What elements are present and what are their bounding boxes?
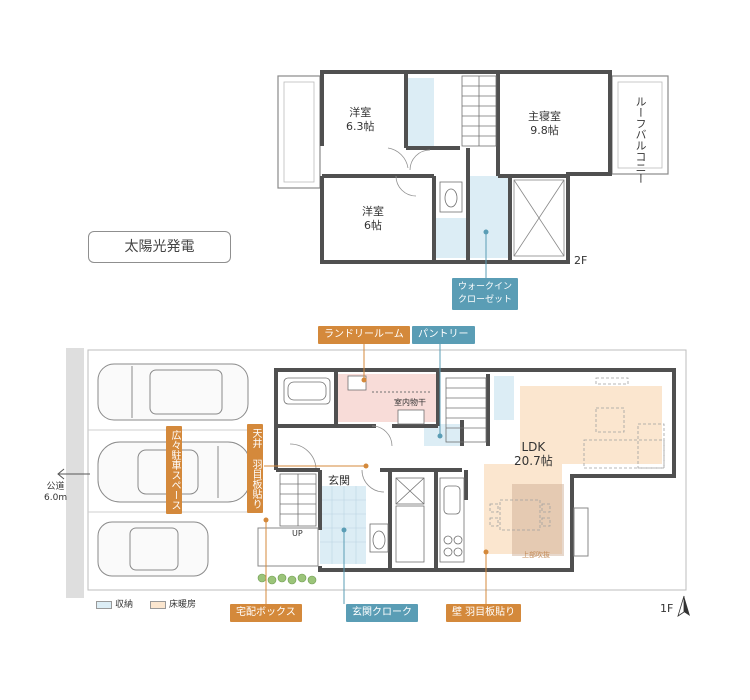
void-area xyxy=(512,484,564,556)
living-furniture xyxy=(583,377,665,469)
pantry-badge: パントリー xyxy=(412,326,475,344)
callout-lines-orange xyxy=(264,342,487,604)
toilet-2f xyxy=(439,181,463,213)
kitchen-cabinets xyxy=(395,477,425,563)
toilet-1f xyxy=(369,523,389,553)
entrance-cloak-badge: 玄関クローク xyxy=(346,604,418,622)
planting xyxy=(257,573,317,585)
road-label: 公道 6.0m xyxy=(44,482,68,503)
car-3 xyxy=(97,521,209,577)
road-edge xyxy=(66,348,84,598)
doors-2f xyxy=(387,147,431,197)
stair-up-label: UP xyxy=(292,529,303,538)
kitchen-counter xyxy=(439,477,465,563)
floor-label-1f: 1F xyxy=(660,602,674,615)
void-note: 上部吹抜 xyxy=(522,551,550,559)
roof-balcony-label: ルーフバルコニー xyxy=(634,96,647,184)
callout-lines-blue xyxy=(343,342,441,604)
entrance-cloak-fill xyxy=(320,486,366,564)
washing-machine xyxy=(347,375,367,391)
callout-dots-orange xyxy=(263,377,489,555)
floor-heating-dining xyxy=(484,464,562,554)
void-2f xyxy=(513,179,565,257)
room-western-2: 洋室 6帖 xyxy=(362,205,384,232)
north-arrow-icon xyxy=(677,595,690,617)
indoor-drying-label: 室内物干 xyxy=(394,398,426,407)
walls-1f xyxy=(274,368,676,572)
pantry-fill xyxy=(424,424,462,446)
site-boundary xyxy=(87,349,687,591)
walk-in-closet xyxy=(470,176,510,258)
laundry-room-badge: ランドリールーム xyxy=(318,326,410,344)
floor-label-2f: 2F xyxy=(574,254,588,267)
doors-1f xyxy=(289,425,393,493)
wic-badge: ウォークイン クローゼット xyxy=(452,278,519,310)
closet-2f-b xyxy=(436,218,466,258)
road-arrow xyxy=(57,468,90,480)
first-floor xyxy=(57,342,690,617)
car-1 xyxy=(97,363,249,421)
room-entrance: 玄関 xyxy=(328,474,350,487)
room-master-bedroom: 主寝室 9.8帖 xyxy=(528,110,561,137)
dining-table xyxy=(489,499,551,531)
room-western-1: 洋室 6.3帖 xyxy=(346,106,375,133)
stairs-2f xyxy=(461,75,497,147)
legend-floor-heating: 床暖房 xyxy=(150,600,196,610)
storage-stair xyxy=(494,376,514,420)
delivery-box-badge: 宅配ボックス xyxy=(230,604,302,622)
callout-dots-blue xyxy=(341,433,443,533)
second-floor xyxy=(277,70,669,282)
room-ldk: LDK 20.7帖 xyxy=(514,440,553,468)
closet-2f-a xyxy=(406,78,434,146)
deck xyxy=(573,507,589,557)
ceiling-paneling-badge: 天井 羽目板貼り xyxy=(247,424,263,513)
walls-2f xyxy=(320,70,612,264)
wall-paneling-badge: 壁 羽目板貼り xyxy=(446,604,522,622)
legend-storage-swatch xyxy=(96,600,112,609)
stairs-1f xyxy=(445,377,487,443)
porch xyxy=(257,527,319,567)
bathtub xyxy=(283,377,331,405)
legend-floor-heating-swatch xyxy=(150,600,166,609)
legend-storage: 収納 xyxy=(96,600,133,610)
parking-space-badge: 広々駐車スペース xyxy=(166,426,182,514)
solar-power-box: 太陽光発電 xyxy=(88,231,231,263)
entrance-stairs xyxy=(279,473,317,527)
